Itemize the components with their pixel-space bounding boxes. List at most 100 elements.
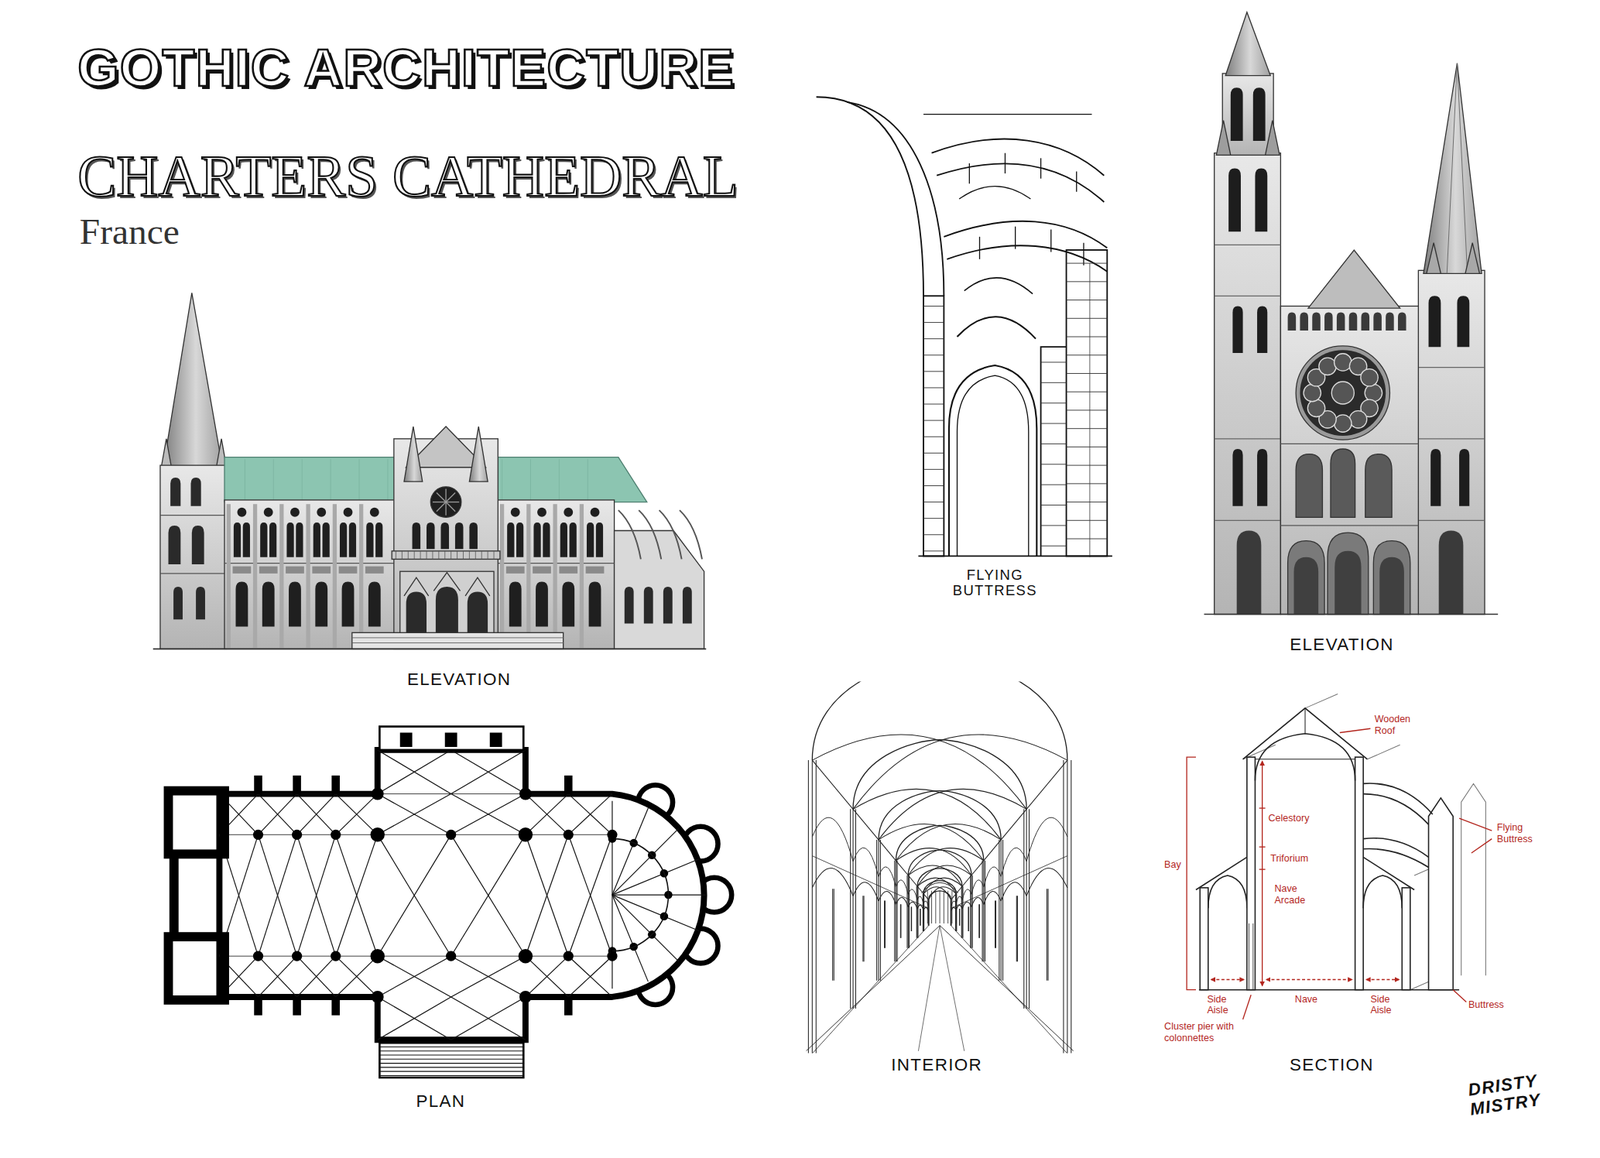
interior-perspective-stroke [878, 890, 896, 905]
floor-plan-stroke [377, 794, 452, 836]
front-elevation-stroke [1418, 438, 1485, 439]
interior-perspective-stroke [907, 889, 918, 901]
floor-plan-stroke [297, 955, 336, 998]
side-elevation-stroke [160, 572, 227, 574]
interior-perspective-stroke [811, 760, 854, 809]
side-elevation-stroke [509, 581, 522, 627]
side-elevation-stroke [445, 492, 456, 502]
flying-buttress-sketch-stroke [923, 501, 944, 503]
side-elevation-stroke [438, 551, 439, 560]
cathedral-section-stroke [1401, 887, 1411, 991]
floor-plan-stroke [451, 955, 526, 998]
side-elevation-stroke [366, 522, 374, 558]
front-elevation-stroke [1373, 541, 1410, 615]
floor-plan-stroke [377, 750, 452, 795]
signature: DRISTY MISTRY [1452, 1069, 1556, 1121]
annotation-label: Celestory [1267, 813, 1311, 825]
floor-plan-stroke [525, 834, 569, 956]
cathedral-section-stroke [1199, 887, 1209, 991]
front-elevation-stroke [1446, 63, 1457, 275]
front-elevation-stroke [1280, 524, 1419, 526]
interior-perspective-stroke [883, 900, 885, 948]
floor-plan-stroke [258, 794, 298, 836]
interior-perspective-stroke [853, 740, 1027, 810]
front-elevation-stroke [1334, 353, 1352, 371]
side-elevation-stroke [563, 507, 573, 518]
cathedral-section-stroke [1247, 757, 1256, 991]
cathedral-section [1186, 693, 1492, 1020]
view-caption: ELEVATION [1260, 634, 1424, 655]
flying-buttress-sketch-stroke [1089, 520, 1090, 539]
interior-perspective-stroke [955, 931, 963, 939]
cathedral-section-stroke [1259, 807, 1266, 809]
interior-perspective-stroke [815, 760, 817, 1053]
side-elevation-stroke [589, 581, 602, 627]
flying-buttress-sketch-stroke [923, 322, 944, 323]
interior-perspective-stroke [911, 906, 912, 932]
interior-perspective-stroke [962, 886, 963, 939]
interior-perspective-stroke [878, 866, 896, 888]
floor-plan-stroke [525, 834, 569, 956]
flying-buttress-sketch-stroke [1066, 538, 1108, 540]
floor-plan-stroke [612, 894, 706, 896]
interior-perspective-stroke [917, 868, 963, 887]
annotation-label: Flying Buttress [1496, 822, 1554, 845]
side-elevation-stroke [226, 503, 231, 648]
flying-buttress-sketch-stroke [923, 354, 944, 356]
flying-buttress-sketch-stroke [1089, 355, 1090, 374]
floor-plan-stroke [451, 794, 526, 836]
side-elevation-stroke [191, 525, 205, 565]
interior-perspective-stroke [967, 906, 969, 932]
interior-perspective-stroke [978, 904, 980, 939]
interior-perspective-stroke [1026, 808, 1028, 1009]
front-elevation-stroke [1379, 557, 1405, 615]
floor-plan-stroke [371, 788, 384, 801]
side-elevation-stroke [295, 522, 303, 558]
side-elevation-stroke [160, 465, 227, 649]
interior-perspective-stroke [1028, 808, 1030, 1009]
front-elevation-stroke [1334, 551, 1361, 615]
interior-perspective-stroke [950, 899, 952, 926]
interior-perspective-stroke [971, 880, 984, 895]
side-elevation-stroke [682, 586, 693, 624]
floor-plan-stroke [377, 955, 452, 998]
flying-buttress-sketch-stroke [1066, 318, 1108, 319]
side-elevation-stroke [263, 507, 274, 518]
interior-perspective-stroke [943, 890, 945, 924]
cathedral-section-stroke [1261, 760, 1263, 986]
floor-plan-stroke [258, 834, 298, 836]
interior-perspective-stroke [900, 904, 902, 939]
flying-buttress-sketch-stroke [1089, 410, 1090, 429]
flying-buttress-sketch-stroke [979, 236, 980, 260]
side-elevation-stroke [455, 522, 464, 549]
annotation-label: Wooden Roof [1373, 714, 1419, 737]
side-elevation-stroke [269, 522, 277, 558]
side-elevation-stroke [412, 522, 422, 549]
flying-buttress-sketch-stroke [923, 113, 1093, 115]
flying-buttress-sketch-stroke [923, 404, 944, 405]
front-elevation-stroke [1232, 448, 1243, 507]
interior-perspective-stroke [928, 899, 929, 926]
cathedral-section-stroke [1339, 728, 1371, 733]
flying-buttress-sketch-stroke [1089, 502, 1090, 521]
interior-perspective-stroke [947, 890, 949, 924]
side-elevation-stroke [375, 522, 383, 558]
interior-perspective-stroke [994, 900, 996, 948]
interior-perspective-stroke [970, 875, 972, 949]
side-elevation-stroke [352, 642, 564, 644]
floor-plan-stroke [400, 732, 413, 747]
side-elevation-stroke [236, 581, 249, 627]
interior-perspective-stroke [968, 906, 970, 932]
side-elevation-stroke [663, 586, 673, 624]
side-elevation-stroke [467, 592, 488, 635]
flying-buttress-sketch-stroke [1089, 300, 1090, 319]
floor-plan-stroke [568, 955, 613, 957]
side-elevation-stroke [487, 551, 489, 560]
interior-perspective-stroke [927, 890, 929, 924]
floor-plan-stroke [612, 894, 648, 982]
side-elevation-stroke [288, 581, 302, 627]
cathedral-section-stroke [1186, 757, 1196, 991]
side-elevation-stroke [395, 551, 397, 560]
cathedral-section-stroke [1471, 839, 1492, 854]
cathedral-section-stroke [1363, 856, 1415, 890]
